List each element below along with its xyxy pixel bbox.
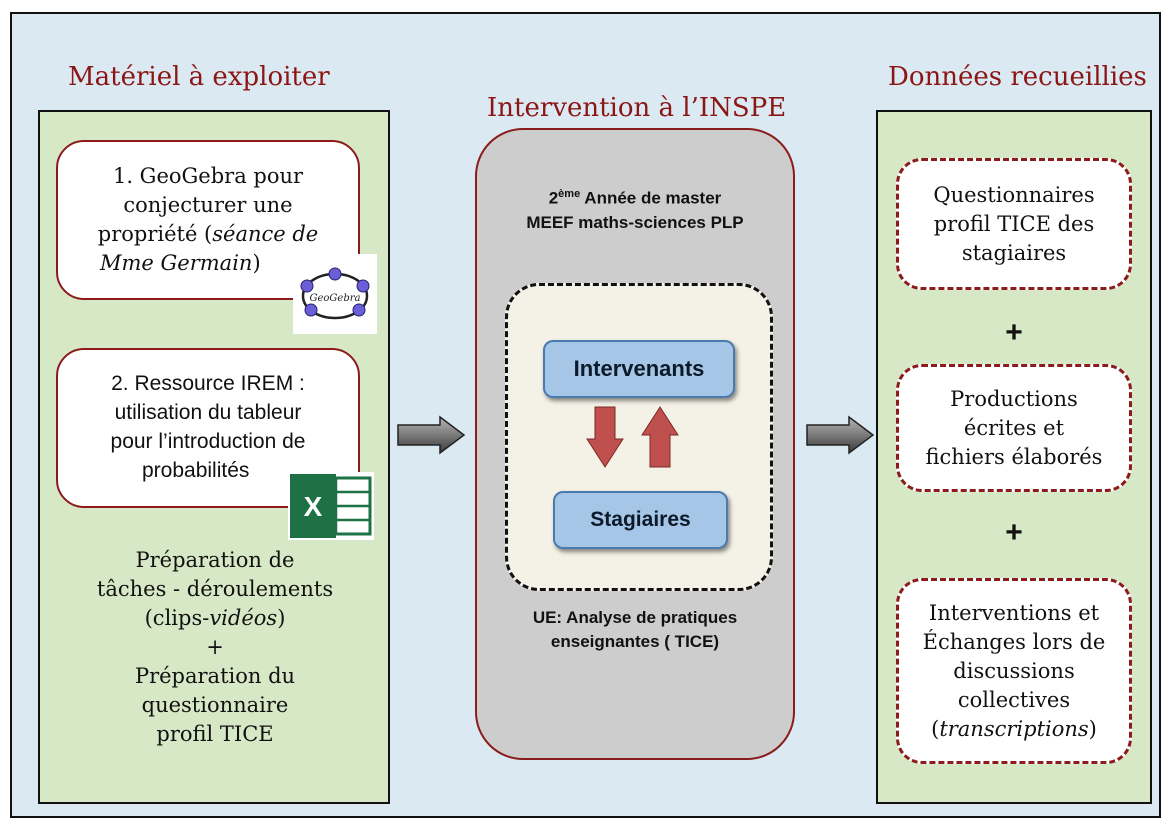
heading-center: Intervention à l’INSPE: [487, 93, 787, 123]
up-arrow-icon: [641, 406, 679, 468]
irem-line3: pour l’introduction de: [110, 430, 306, 453]
prep-line3c: ): [277, 606, 286, 630]
master-year: 2ème Année de master MEEF maths-sciences…: [475, 182, 795, 235]
prep-line4: Préparation du: [134, 664, 296, 688]
geogebra-line1: 1. GeoGebra pour: [112, 164, 304, 188]
productions-line2: écrites et: [963, 415, 1065, 440]
geogebra-line3b: séance de: [212, 222, 319, 246]
interventions-line1: Interventions et: [928, 600, 1100, 625]
excel-logo-text: X: [304, 491, 323, 522]
ue-label: UE: Analyse de pratiques enseignantes ( …: [475, 606, 795, 654]
interventions-line2: Échanges lors de: [922, 629, 1106, 654]
interventions-line3: discussions: [953, 658, 1075, 683]
year-rest: Année de master: [580, 188, 722, 208]
interventions-line4: collectives: [957, 687, 1071, 712]
down-arrow-icon: [586, 406, 624, 468]
geogebra-logo-text: GeoGebra: [310, 293, 361, 304]
year-sup: ème: [558, 188, 581, 200]
prep-line2: tâches - déroulements: [96, 577, 334, 601]
ue-line1: UE: Analyse de pratiques: [532, 608, 738, 627]
interventions-line5c: ): [1088, 716, 1097, 741]
questionnaires-line1: Questionnaires: [933, 182, 1095, 207]
prep-plus: +: [206, 635, 224, 659]
geogebra-line4b: ): [252, 251, 261, 275]
intervenants-box: Intervenants: [543, 340, 735, 398]
geogebra-box: 1. GeoGebra pour conjecturer une proprié…: [56, 140, 360, 300]
irem-line2: utilisation du tableur: [114, 401, 302, 424]
productions-line3: fichiers élaborés: [925, 444, 1103, 469]
right-arrow-icon: [806, 415, 875, 455]
excel-logo-icon: X: [288, 472, 374, 540]
productions-line1: Productions: [950, 386, 1078, 411]
right-arrow-icon: [397, 415, 466, 455]
heading-right: Données recueillies: [888, 62, 1147, 92]
irem-line4: probabilités: [142, 459, 250, 482]
productions-box: Productions écrites et fichiers élaborés: [896, 364, 1132, 492]
questionnaires-line3: stagiaires: [961, 240, 1067, 265]
prep-line6: profil TICE: [156, 722, 274, 746]
geogebra-logo-icon: GeoGebra: [293, 254, 377, 334]
geogebra-line2: conjecturer une: [123, 193, 293, 217]
prep-line3a: (clips-: [144, 606, 210, 630]
prep-line1: Préparation de: [135, 548, 295, 572]
irem-line1: 2. Ressource IREM :: [111, 372, 305, 395]
questionnaires-line2: profil TICE des: [933, 211, 1095, 236]
stagiaires-box: Stagiaires: [553, 491, 728, 549]
interventions-line5a: (: [931, 716, 940, 741]
geogebra-line4a: Mme Germain: [100, 251, 253, 275]
master-program: MEEF maths-sciences PLP: [526, 212, 744, 232]
interventions-box: Interventions et Échanges lors de discus…: [896, 578, 1132, 764]
geogebra-line3a: propriété (: [97, 222, 213, 246]
questionnaires-box: Questionnaires profil TICE des stagiaire…: [896, 158, 1132, 290]
prep-line5: questionnaire: [141, 693, 289, 717]
plus-sign: +: [1005, 516, 1023, 549]
year-prefix: 2: [548, 188, 559, 208]
ue-line2: enseignantes ( TICE): [550, 632, 720, 651]
interventions-line5b: transcriptions: [939, 716, 1089, 741]
plus-sign: +: [1005, 316, 1023, 349]
heading-left: Matériel à exploiter: [68, 62, 330, 92]
preparation-text: Préparation de tâches - déroulements (cl…: [60, 546, 370, 749]
prep-line3b: vidéos: [209, 606, 278, 630]
